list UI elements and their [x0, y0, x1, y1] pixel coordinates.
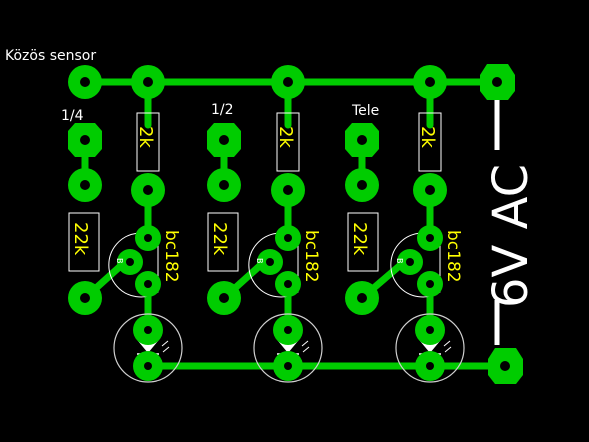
value-transistor-1: bc182	[161, 230, 181, 283]
pin-label-base-3: B	[395, 258, 404, 264]
pin-label-base-2: B	[255, 258, 264, 264]
label-level-full: Tele	[351, 103, 379, 119]
value-resistor-bottom-3: 22k	[349, 222, 370, 256]
pin-label-base-1: B	[115, 258, 124, 264]
transistor-pads	[117, 225, 161, 297]
transistor-pads	[397, 225, 443, 297]
value-resistor-top-2: 2k	[275, 126, 296, 148]
pads	[68, 64, 523, 384]
value-resistor-bottom-1: 22k	[70, 222, 91, 256]
value-resistor-top-3: 2k	[417, 126, 438, 148]
label-common-sensor: Közös sensor	[5, 48, 96, 64]
label-supply: 6V AC	[483, 164, 539, 308]
value-resistor-bottom-2: 22k	[209, 222, 230, 256]
transistor-pads	[257, 225, 301, 297]
label-level-quarter: 1/4	[61, 108, 84, 124]
value-transistor-3: bc182	[443, 230, 463, 283]
value-transistor-2: bc182	[301, 230, 321, 283]
value-resistor-top-1: 2k	[135, 126, 156, 148]
label-level-half: 1/2	[211, 102, 234, 118]
